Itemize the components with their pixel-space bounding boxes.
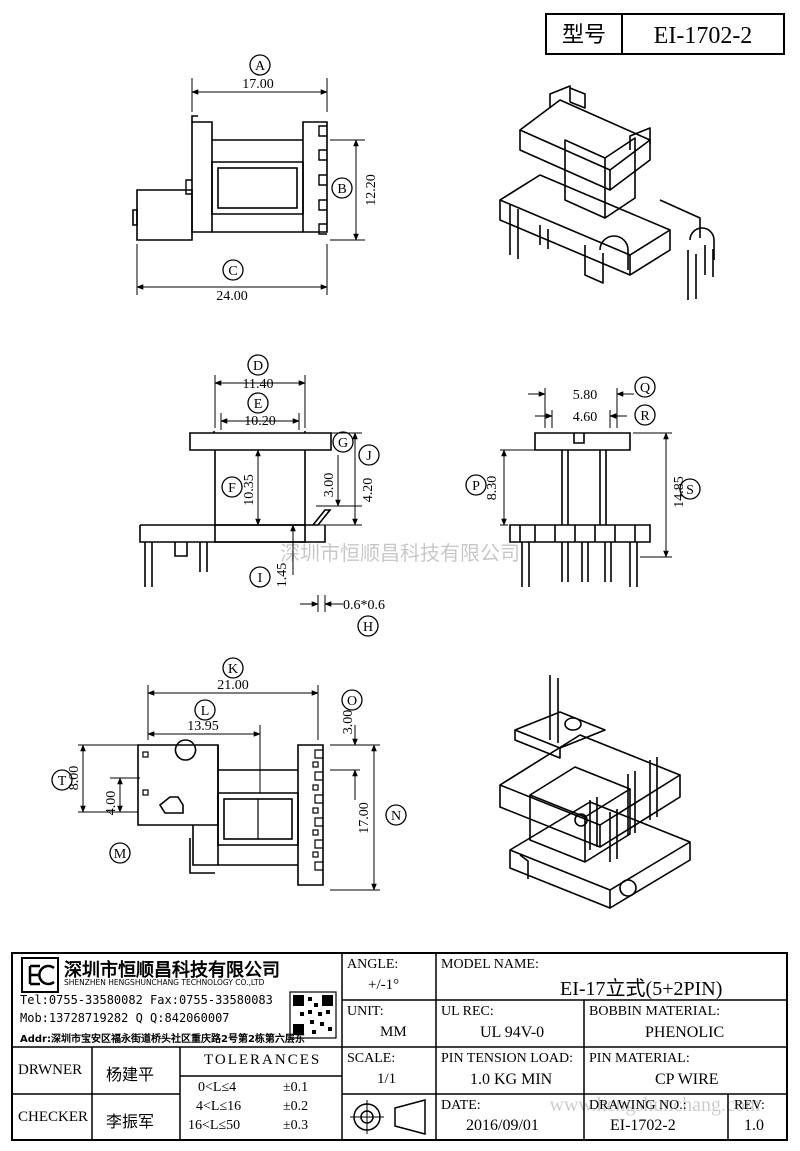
header-box: 型号 EI-1702-2	[545, 13, 785, 55]
front-view	[500, 388, 672, 587]
dim-i-letter: I	[258, 571, 263, 586]
pin-material-label: PIN MATERIAL:	[589, 1051, 690, 1066]
company-mob: Mob:13728719282 Q Q:842060007	[20, 1011, 230, 1025]
top-view-labels: A 17.00 B 12.20 C 24.00	[216, 54, 379, 304]
dim-e-value: 10.20	[244, 414, 276, 429]
front-view-labels: 5.80 Q 4.60 R P 8.30 14.85 S	[465, 376, 701, 508]
angle-label: ANGLE:	[347, 957, 399, 972]
dim-j-letter: J	[366, 449, 372, 464]
rev-label: REV:	[734, 1098, 765, 1113]
header-model-label: 型号	[562, 22, 606, 47]
dim-h-letter: H	[363, 620, 373, 635]
dim-c-value: 24.00	[216, 289, 248, 304]
ul-label: UL REC:	[441, 1004, 494, 1019]
tol-range-2: 4<L≤16	[196, 1099, 242, 1114]
watermark-cn: 深圳市恒顺昌科技有限公司	[280, 542, 520, 565]
tol-value-3: ±0.3	[283, 1118, 309, 1133]
tol-range-1: 0<L≤4	[198, 1080, 237, 1095]
model-value: EI-17立式(5+2PIN)	[560, 978, 723, 1000]
bobbin-material-value: PHENOLIC	[645, 1024, 725, 1041]
angle-value: +/-1°	[368, 977, 400, 993]
pin-tension-value: 1.0 KG MIN	[470, 1071, 553, 1088]
company-name-cn: 深圳市恒顺昌科技有限公司	[64, 960, 280, 981]
dim-j-value: 4.20	[361, 478, 376, 503]
bobbin-material-label: BOBBIN MATERIAL:	[589, 1004, 721, 1019]
scale-label: SCALE:	[347, 1051, 396, 1066]
dim-b-letter: B	[337, 182, 346, 197]
dim-m-letter: M	[114, 847, 127, 862]
drawer-label: DRWNER	[18, 1062, 83, 1078]
rev-value: 1.0	[744, 1117, 764, 1134]
checker-label: CHECKER	[18, 1109, 89, 1125]
model-label: MODEL NAME:	[441, 957, 539, 972]
date-value: 2016/09/01	[466, 1117, 539, 1134]
dim-f-letter: F	[228, 481, 236, 496]
scale-value: 1/1	[377, 1071, 397, 1087]
dim-g-value: 3.00	[322, 473, 337, 498]
watermark-url: www.hengshunchang.com	[550, 1094, 761, 1116]
dim-l-value: 13.95	[187, 719, 219, 734]
dim-p-value: 8.30	[485, 476, 500, 501]
side-view-labels: D 11.40 E 10.20 F 10.35 G J 3.00 4.20 I …	[221, 354, 385, 637]
drawer-value: 杨建平	[106, 1065, 155, 1084]
dim-k-letter: K	[228, 662, 238, 677]
dim-q-letter: Q	[640, 381, 650, 396]
tol-value-2: ±0.2	[283, 1099, 309, 1114]
dim-q-value: 5.80	[573, 388, 598, 403]
dim-s-letter: S	[686, 483, 694, 498]
side-view	[139, 375, 362, 612]
drawing-no-label: DRAWING NO.:	[589, 1098, 687, 1113]
dim-n-value: 17.00	[357, 802, 372, 834]
unit-label: UNIT:	[347, 1004, 384, 1019]
dim-s-value: 14.85	[672, 476, 687, 508]
dim-a-value: 17.00	[242, 77, 274, 92]
company-addr: Addr:深圳市宝安区福永街道桥头社区重庆路2号第2栋第六层东	[20, 1034, 305, 1045]
dim-r-letter: R	[640, 409, 650, 424]
dim-e-letter: E	[254, 397, 263, 412]
dim-d-letter: D	[253, 359, 263, 374]
checker-value: 李振军	[106, 1112, 155, 1131]
dim-t-letter: T	[58, 774, 67, 789]
dim-r-value: 4.60	[573, 410, 598, 425]
tolerances-label: TOLERANCES	[204, 1052, 322, 1068]
bottom-view	[78, 685, 380, 891]
dim-k-value: 21.00	[217, 678, 249, 693]
tol-range-3: 16<L≤50	[188, 1118, 241, 1133]
top-view	[132, 78, 365, 295]
dim-n-letter: N	[391, 809, 401, 824]
unit-value: MM	[380, 1024, 407, 1040]
ul-value: UL 94V-0	[480, 1024, 545, 1041]
tol-value-1: ±0.1	[283, 1080, 309, 1095]
dim-c-letter: C	[228, 264, 237, 279]
dim-g-letter: G	[338, 436, 348, 451]
dim-h-value: 0.6*0.6	[343, 598, 385, 613]
dim-t-value: 8.00	[67, 766, 82, 791]
header-part-number: EI-1702-2	[654, 23, 753, 49]
dim-i-value: 1.45	[275, 563, 290, 588]
iso-view-bottom	[499, 675, 691, 909]
drawing-no-value: EI-1702-2	[610, 1117, 676, 1134]
bottom-view-labels: K 21.00 L 13.95 O 3.00 17.00 N T 8.00 4.…	[51, 657, 407, 864]
dim-d-value: 11.40	[243, 377, 274, 392]
pin-material-value: CP WIRE	[655, 1071, 719, 1088]
dim-o-value: 3.00	[341, 710, 356, 735]
pin-tension-label: PIN TENSION LOAD:	[441, 1051, 573, 1066]
dim-a-letter: A	[255, 59, 266, 74]
dim-l-letter: L	[201, 704, 210, 719]
dim-p-letter: P	[472, 479, 480, 494]
title-block	[11, 952, 788, 1141]
dim-b-value: 12.20	[364, 174, 379, 206]
dim-t2-value: 4.00	[104, 791, 119, 816]
dim-o-letter: O	[347, 694, 357, 709]
date-label: DATE:	[441, 1098, 481, 1113]
iso-view-top	[499, 85, 715, 300]
qr-code	[293, 995, 333, 1035]
dim-f-value: 10.35	[242, 474, 257, 506]
company-tel: Tel:0755-33580082 Fax:0755-33580083	[20, 993, 273, 1007]
company-name-en: SHENZHEN HENGSHUNCHANG TECHNOLOGY CO.,LT…	[64, 978, 265, 987]
